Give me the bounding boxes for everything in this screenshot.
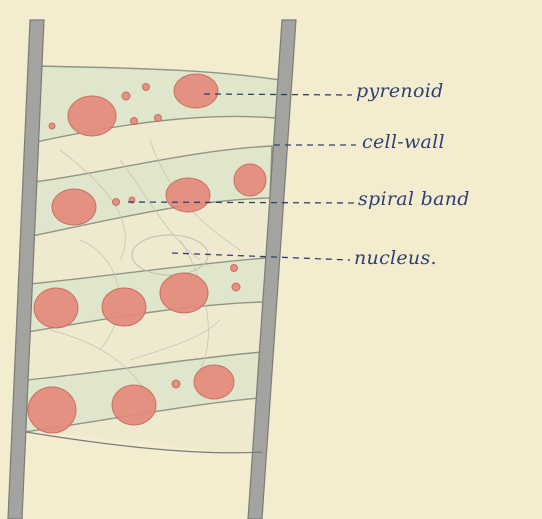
pyrenoid <box>234 164 266 196</box>
pyrenoid <box>131 118 138 125</box>
pyrenoid <box>34 288 78 328</box>
pyrenoid <box>194 365 234 399</box>
label-pyrenoid: pyrenoid <box>356 80 444 102</box>
pyrenoid <box>113 199 120 206</box>
pyrenoid <box>174 74 218 108</box>
pyrenoid <box>160 273 208 313</box>
label-spiral-band: spiral band <box>358 188 470 210</box>
pyrenoid <box>28 387 76 433</box>
label-nucleus: nucleus. <box>354 247 437 269</box>
pyrenoid <box>231 265 238 272</box>
pyrenoid <box>112 385 156 425</box>
pyrenoid <box>122 92 130 100</box>
pyrenoid <box>52 189 96 225</box>
pyrenoid <box>49 123 55 129</box>
pyrenoid <box>68 96 116 136</box>
pyrenoid <box>232 283 240 291</box>
pyrenoid <box>166 178 210 212</box>
label-cell-wall: cell-wall <box>362 131 445 153</box>
pyrenoid <box>143 84 150 91</box>
pyrenoid <box>155 115 162 122</box>
pyrenoid <box>102 288 146 326</box>
pyrenoid <box>172 380 180 388</box>
